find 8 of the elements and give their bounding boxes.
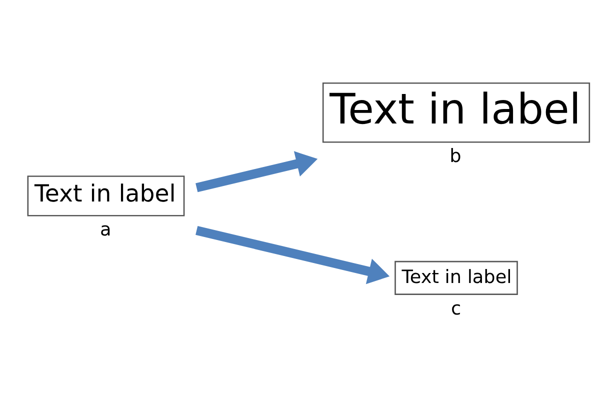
node-label: c — [450, 298, 462, 320]
node-label: b — [450, 146, 462, 168]
node-box: Text in label — [27, 176, 185, 216]
node-label: a — [100, 220, 112, 241]
node-box: Text in label — [322, 82, 590, 143]
arrow — [196, 151, 318, 192]
node-box: Text in label — [394, 260, 518, 295]
arrow — [196, 226, 390, 284]
